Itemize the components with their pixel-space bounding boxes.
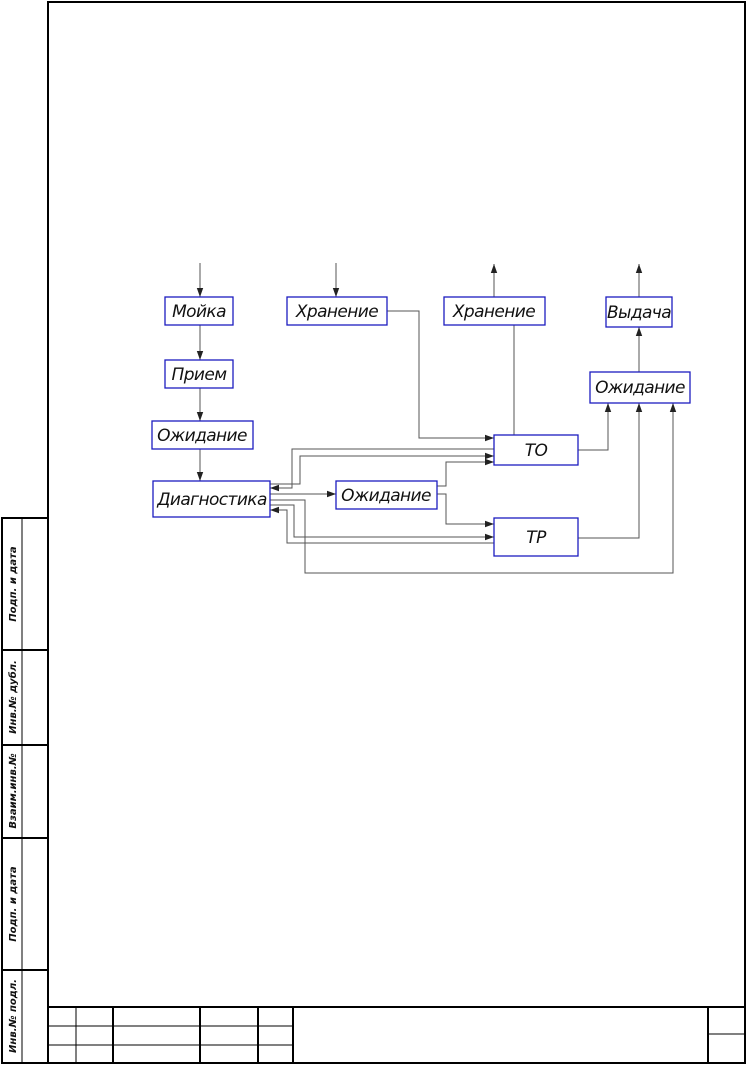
node-reception-label: Прием xyxy=(172,365,228,385)
node-storage1-label: Хранение xyxy=(295,302,378,322)
sidebar-label-mutual-inv: Взаим.инв.№ xyxy=(8,753,19,828)
node-issue: Выдача xyxy=(605,296,673,328)
node-storage2: Хранение xyxy=(443,296,546,326)
node-tr: ТР xyxy=(493,517,579,557)
node-diagnostics: Диагностика xyxy=(152,480,271,518)
node-to: ТО xyxy=(493,434,579,466)
node-reception: Прием xyxy=(164,359,234,389)
node-wait1: Ожидание xyxy=(151,420,254,450)
node-diagnostics-label: Диагностика xyxy=(156,490,267,510)
edge-tr-wait3 xyxy=(578,403,643,539)
edge-to-wait3 xyxy=(578,403,612,451)
node-wait2-label: Ожидание xyxy=(341,486,431,506)
edge-diagnostics-tr xyxy=(270,504,494,541)
sidebar-labels: Подп. и дата Инв.№ дубл. Взаим.инв.№ Под… xyxy=(7,546,19,1053)
node-storage1: Хранение xyxy=(286,296,388,326)
edge-wait2-to xyxy=(437,458,494,487)
edge-wait2-tr xyxy=(437,493,494,528)
edge-to-diagnostics xyxy=(270,448,494,492)
edge-tr-diagnostics xyxy=(270,506,494,544)
node-wash-label: Мойка xyxy=(172,302,226,322)
edge-storage1-to xyxy=(387,310,494,442)
node-storage2-label: Хранение xyxy=(452,302,535,322)
sidebar-label-sign-date-2: Подп. и дата xyxy=(8,866,19,942)
sidebar-label-orig-inv: Инв.№ подл. xyxy=(8,979,19,1053)
diagram-edges xyxy=(196,263,677,574)
edge-diagnostics-to xyxy=(270,452,494,485)
sidebar-label-dup-inv: Инв.№ дубл. xyxy=(7,660,19,734)
node-wait3-label: Ожидание xyxy=(595,378,685,398)
node-issue-label: Выдача xyxy=(607,303,671,323)
node-wait3: Ожидание xyxy=(589,371,691,404)
node-tr-label: ТР xyxy=(526,528,547,548)
sidebar-label-sign-date-1: Подп. и дата xyxy=(8,546,19,622)
diagram-nodes: Мойка Прием Ожидание Диагностика Хранени… xyxy=(151,296,691,557)
node-wait2: Ожидание xyxy=(335,480,438,510)
node-wait1-label: Ожидание xyxy=(157,426,247,446)
node-to-label: ТО xyxy=(525,441,548,461)
edge-diagnostics-wait3 xyxy=(270,403,677,574)
node-wash: Мойка xyxy=(164,296,234,326)
